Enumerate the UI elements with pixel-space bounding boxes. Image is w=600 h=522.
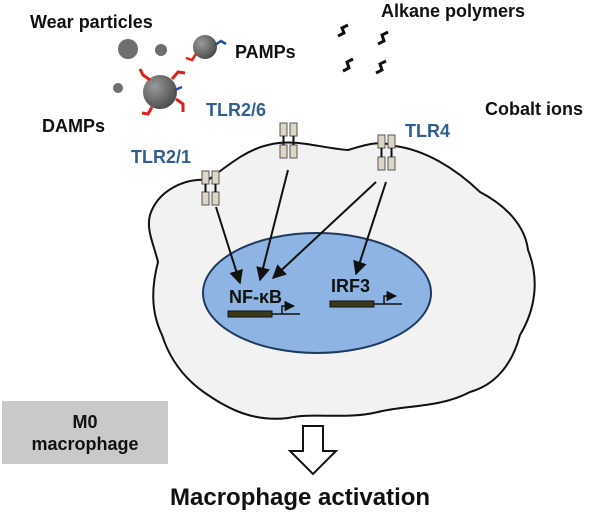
label-damps: DAMPs xyxy=(42,116,106,136)
alkane-polymer-icon xyxy=(375,59,387,75)
damp-tail xyxy=(170,70,186,80)
gene-nfkb xyxy=(227,300,300,318)
signal-arrows xyxy=(215,169,387,285)
alkane-polymer-icon xyxy=(377,30,389,46)
wear-particle xyxy=(118,39,138,59)
label-alkane-polymers: Alkane polymers xyxy=(381,1,526,21)
label-tlr4: TLR4 xyxy=(405,121,450,141)
label-cobalt-ions: Cobalt ions xyxy=(485,99,583,119)
wear-particle xyxy=(113,83,123,93)
arrow-tlr2-6-to-nfkb xyxy=(256,169,289,282)
m0-label-line2: macrophage xyxy=(31,433,139,454)
damp-tail xyxy=(138,68,151,82)
arrow-tlr4-to-irf3 xyxy=(353,181,387,276)
label-irf3: IRF3 xyxy=(331,276,371,296)
label-wear-particles: Wear particles xyxy=(30,12,153,32)
wear-particle xyxy=(155,44,167,56)
damp-tail xyxy=(185,53,198,62)
nucleus xyxy=(202,232,432,354)
down-arrow-icon xyxy=(287,425,339,476)
damp-tail xyxy=(141,106,154,116)
pamp-particle xyxy=(193,35,217,59)
wear-particles-group xyxy=(113,35,227,116)
label-tlr2-1: TLR2/1 xyxy=(131,147,192,167)
damp-particle xyxy=(143,75,177,109)
pamp-tail xyxy=(214,39,227,47)
alkane-polymers-group xyxy=(337,23,389,75)
alkane-polymer-icon xyxy=(342,57,354,73)
gene-irf3 xyxy=(329,290,402,308)
arrow-tlr4-to-nfkb xyxy=(271,181,377,279)
receptor-tlr4 xyxy=(377,134,396,171)
m0-label-line1: M0 xyxy=(72,411,98,432)
label-nfkb: NF-κB xyxy=(229,287,283,307)
arrow-tlr2-1-to-nfkb xyxy=(215,206,243,285)
m0-macrophage-box: M0 macrophage xyxy=(2,401,168,464)
damp-tail xyxy=(175,97,185,112)
label-macrophage-activation: Macrophage activation xyxy=(170,484,431,511)
label-pamps: PAMPs xyxy=(235,42,296,62)
receptor-tlr2-6 xyxy=(279,122,298,159)
label-tlr2-6: TLR2/6 xyxy=(206,100,267,120)
pamp-tail xyxy=(174,85,183,92)
alkane-polymer-icon xyxy=(337,23,349,38)
receptor-tlr2-1 xyxy=(201,170,220,206)
